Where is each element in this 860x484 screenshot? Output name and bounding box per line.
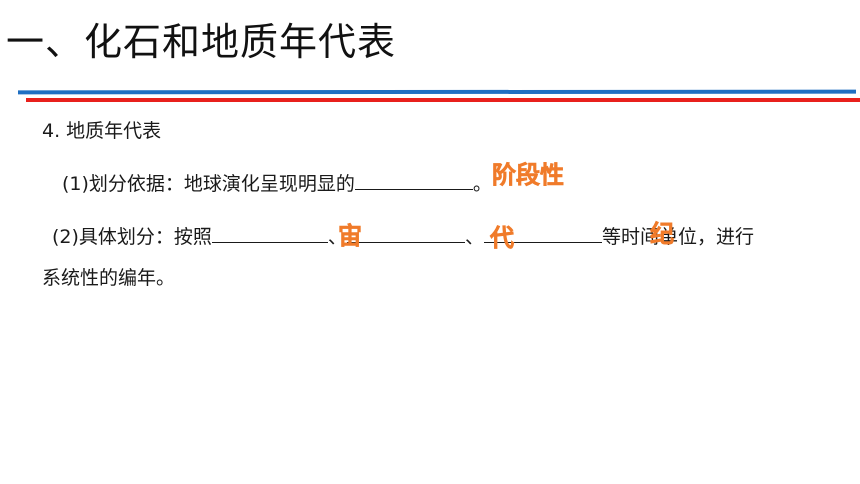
answer-period: 纪 — [650, 220, 675, 249]
question-2-blank-1 — [211, 222, 328, 243]
answer-eon: 宙 — [338, 222, 363, 251]
question-2: (2)具体划分：按照 、 、 等时间单位，进行 — [52, 222, 754, 251]
question-2-sep-1: 、 — [327, 226, 347, 248]
answer-era: 代 — [490, 224, 515, 253]
question-2-sep-2: 、 — [464, 226, 484, 248]
section-heading: 4. 地质年代表 — [42, 120, 162, 142]
question-2-suffix: 等时间单位，进行 — [601, 226, 754, 248]
question-2-blank-2 — [346, 222, 465, 243]
question-1-blank — [354, 169, 473, 190]
answer-stage: 阶段性 — [492, 161, 565, 190]
question-2-continuation: 系统性的编年。 — [42, 267, 176, 289]
question-1-suffix: 。 — [472, 173, 492, 195]
question-1: (1)划分依据：地球演化呈现明显的 。 — [62, 169, 492, 198]
question-1-prefix: (1)划分依据：地球演化呈现明显的 — [62, 173, 355, 195]
red-divider — [26, 98, 860, 102]
page-title: 一、化石和地质年代表 — [6, 20, 397, 64]
question-2-prefix: (2)具体划分：按照 — [52, 226, 212, 248]
blue-divider — [17, 89, 857, 95]
question-2-blank-3 — [483, 222, 602, 243]
